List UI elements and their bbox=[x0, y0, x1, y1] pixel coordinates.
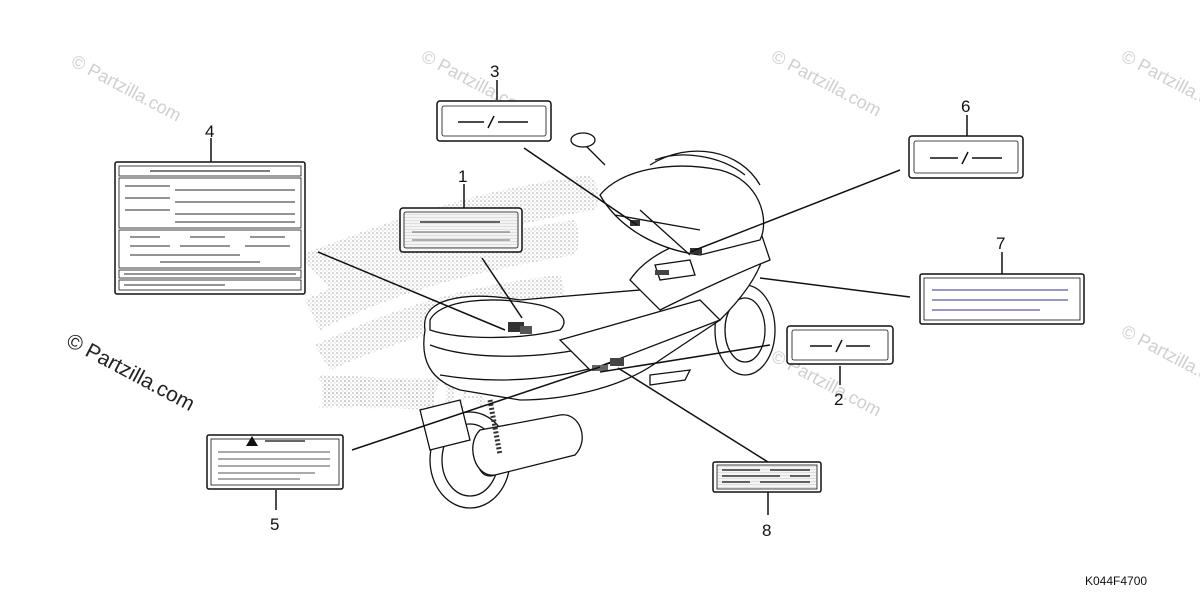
label-6-decal[interactable] bbox=[908, 135, 1024, 179]
label-2-decal[interactable] bbox=[786, 325, 894, 365]
callout-number-3: 3 bbox=[490, 62, 499, 81]
callout-number-4: 4 bbox=[205, 122, 214, 141]
label-3-decal[interactable] bbox=[436, 100, 552, 142]
reference-code: K044F4700 bbox=[1085, 574, 1147, 588]
watermark-text: © Partzilla.com bbox=[768, 46, 884, 121]
label-8-decal[interactable] bbox=[712, 461, 822, 493]
scooter-drawing bbox=[419, 132, 776, 509]
label-7-decal[interactable] bbox=[919, 273, 1085, 325]
callout-number-6: 6 bbox=[961, 97, 970, 116]
callout-number-8: 8 bbox=[762, 521, 771, 540]
copyright-text: © Partzilla.com bbox=[63, 329, 199, 416]
watermark-text: © Partzilla.com bbox=[1118, 46, 1200, 121]
label-5-decal[interactable] bbox=[206, 434, 344, 490]
watermark-text: © Partzilla.com bbox=[1118, 321, 1200, 396]
label-4-decal[interactable] bbox=[114, 161, 306, 295]
label-1-decal[interactable] bbox=[399, 207, 523, 253]
callout-number-7: 7 bbox=[996, 234, 1005, 253]
leader-lines bbox=[210, 80, 1003, 515]
watermark-text: © Partzilla.com bbox=[68, 51, 184, 126]
callout-number-2: 2 bbox=[834, 390, 843, 409]
callout-number-1: 1 bbox=[458, 167, 467, 186]
callout-number-5: 5 bbox=[270, 515, 279, 534]
